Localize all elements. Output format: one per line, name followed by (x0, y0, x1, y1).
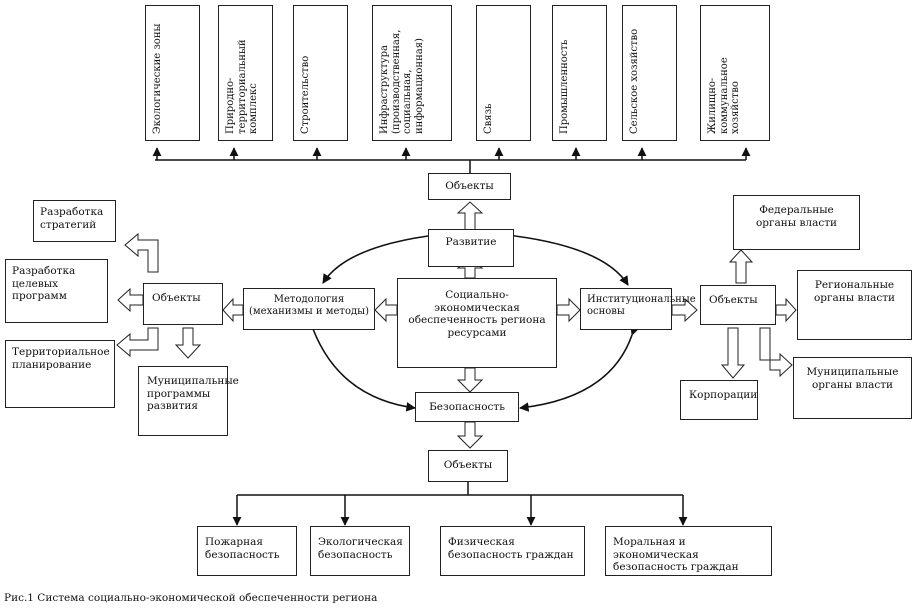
territorial-planning-box: Территориальное планирование (5, 340, 115, 408)
corporations-label: Корпорации (689, 389, 758, 401)
development-box: Развитие (428, 229, 514, 267)
top-box-label: Связь (483, 103, 494, 135)
top-box-natural-complex: Природно- территориальный комплекс (218, 5, 273, 141)
top-arrows (152, 147, 751, 160)
top-box-label: Строительство (300, 55, 311, 134)
targeted-programs-box: Разработка целевых программ (5, 259, 108, 323)
ecological-safety-box: Экологическая безопасность (310, 526, 410, 576)
objects-right-label: Объекты (709, 294, 758, 306)
objects-right-box: Объекты (700, 285, 776, 325)
fire-safety-label: Пожарная безопасность (205, 536, 280, 561)
federal-authorities-label: Федеральные органы власти (755, 204, 838, 229)
municipal-programs-box: Муниципальные программы развития (138, 366, 239, 436)
federal-authorities-box: Федеральные органы власти (733, 195, 860, 250)
municipal-programs-label: Муниципальные программы развития (147, 375, 239, 413)
strategy-box: Разработка стратегий (33, 200, 116, 242)
objects-top-box: Объекты (428, 173, 511, 200)
municipal-authorities-box: Муниципальные органы власти (793, 357, 912, 419)
top-box-agriculture: Сельское хозяйство (622, 5, 677, 141)
center-label: Социально-экономическая обеспеченность р… (408, 289, 546, 339)
development-label: Развитие (445, 236, 497, 248)
regional-authorities-label: Региональные органы власти (813, 279, 896, 304)
objects-bottom-box: Объекты (428, 450, 508, 482)
objects-top-label: Объекты (445, 180, 494, 192)
methodology-box: Методология (механизмы и методы) (243, 288, 375, 330)
top-box-label: Природно- территориальный комплекс (225, 39, 259, 134)
physical-safety-box: Физическая безопасность граждан (440, 526, 585, 576)
objects-bottom-label: Объекты (443, 459, 493, 471)
top-box-ecological-zones: Экологические зоны (145, 5, 200, 141)
regional-authorities-box: Региональные органы власти (797, 270, 912, 340)
fire-safety-box: Пожарная безопасность (197, 526, 297, 576)
corporations-box: Корпорации (680, 380, 758, 420)
strategy-label: Разработка стратегий (40, 206, 104, 231)
institutional-label: Институциональные основы (587, 294, 696, 317)
ecological-safety-label: Экологическая безопасность (318, 536, 403, 561)
territorial-planning-label: Территориальное планирование (12, 346, 110, 371)
municipal-authorities-label: Муниципальные органы власти (806, 366, 899, 391)
top-box-industry: Промышленность (552, 5, 607, 141)
loop-arrows (305, 230, 640, 412)
top-box-housing: Жилищно- коммунальное хозяйство (700, 5, 770, 141)
objects-left-box: Объекты (143, 283, 223, 325)
top-box-label: Сельское хозяйство (629, 28, 640, 134)
institutional-box: Институциональные основы (580, 288, 696, 330)
security-label: Безопасность (429, 401, 505, 413)
top-box-construction: Строительство (293, 5, 348, 141)
moral-economic-safety-label: Моральная и экономическая безопасность г… (613, 536, 739, 574)
methodology-label: Методология (механизмы и методы) (248, 294, 369, 317)
top-box-label: Промышленность (559, 39, 570, 134)
objects-left-label: Объекты (152, 292, 201, 304)
top-box-communication: Связь (476, 5, 531, 141)
physical-safety-label: Физическая безопасность граждан (448, 536, 574, 561)
security-box: Безопасность (415, 392, 519, 422)
bottom-bus (232, 482, 688, 526)
center-box: Социально-экономическая обеспеченность р… (397, 278, 557, 368)
top-box-label: Жилищно- коммунальное хозяйство (707, 57, 741, 134)
moral-economic-safety-box: Моральная и экономическая безопасность г… (605, 526, 772, 576)
top-box-label: Экологические зоны (152, 23, 163, 134)
top-box-label: Инфраструктура (производственная, социал… (379, 29, 425, 134)
top-box-infrastructure: Инфраструктура (производственная, социал… (372, 5, 452, 141)
targeted-programs-label: Разработка целевых программ (12, 265, 76, 303)
figure-caption: Рис.1 Система социально-экономической об… (4, 592, 378, 604)
